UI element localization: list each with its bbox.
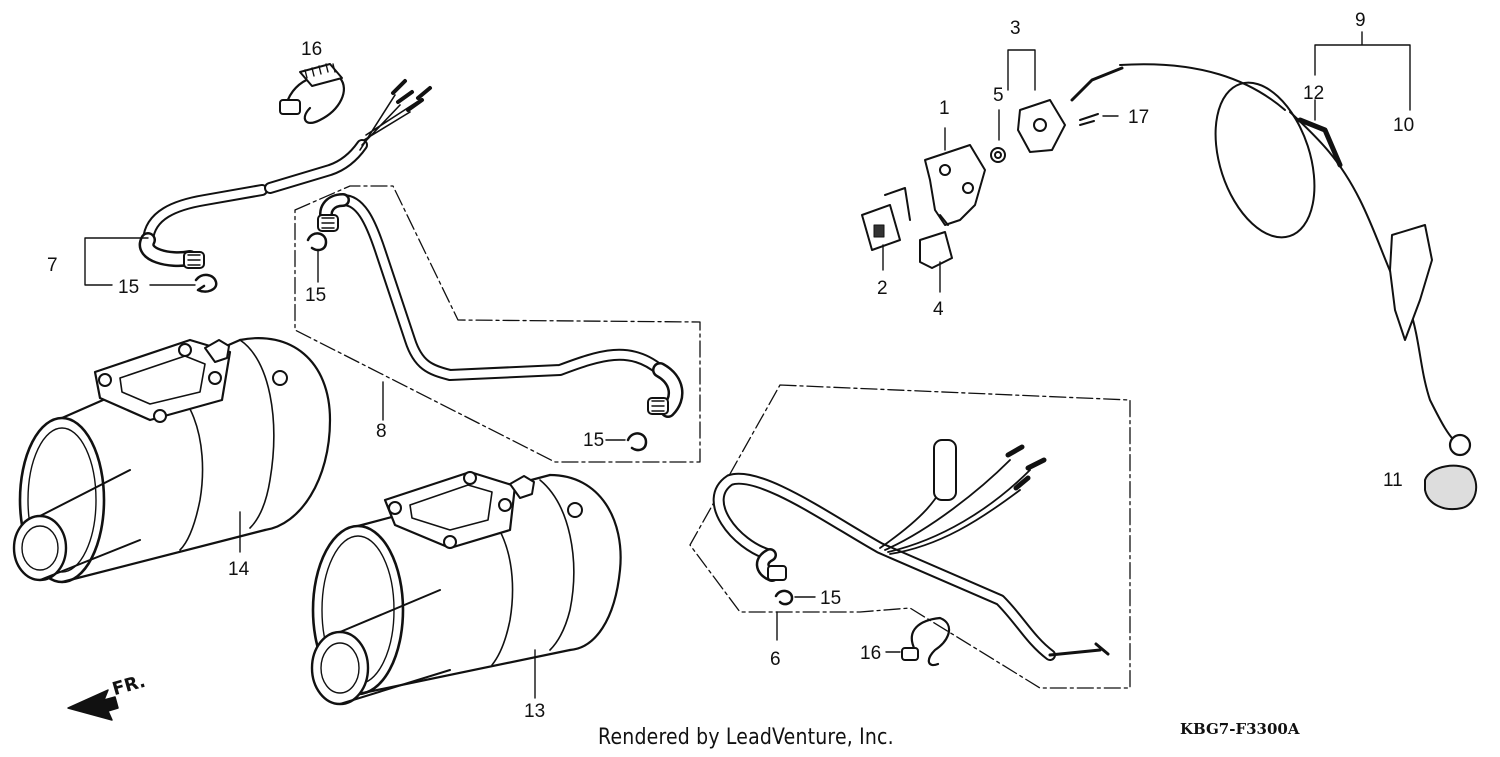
callout-10: 10 bbox=[1393, 115, 1415, 136]
callout-15-cable8: 15 bbox=[305, 285, 327, 306]
callout-1: 1 bbox=[939, 98, 950, 119]
callout-12: 12 bbox=[1303, 83, 1325, 104]
callout-8: 8 bbox=[376, 421, 387, 442]
callout-13: 13 bbox=[524, 701, 546, 722]
callout-4: 4 bbox=[933, 299, 944, 320]
callout-2: 2 bbox=[877, 278, 888, 299]
callout-15-harness6: 15 bbox=[820, 588, 842, 609]
footer-credit: Rendered by LeadVenture, Inc. bbox=[598, 725, 894, 750]
diagram-code: KBG7-F3300A bbox=[1180, 720, 1300, 738]
callout-3: 3 bbox=[1010, 18, 1021, 39]
callout-5: 5 bbox=[993, 85, 1004, 106]
cable-8-drawing bbox=[294, 185, 701, 463]
pulser-bracket-group-drawing bbox=[861, 49, 1124, 293]
callout-15-left: 15 bbox=[118, 277, 140, 298]
muffler-13-drawing bbox=[310, 470, 622, 706]
callout-14: 14 bbox=[228, 559, 250, 580]
harness-6-drawing bbox=[689, 384, 1131, 689]
harness-7-drawing bbox=[84, 79, 432, 293]
wire-clip-16-top bbox=[279, 63, 346, 124]
callout-6: 6 bbox=[770, 649, 781, 670]
callout-17: 17 bbox=[1128, 107, 1150, 128]
sensor-cable-drawing bbox=[1119, 31, 1478, 510]
callout-16-bottom: 16 bbox=[860, 643, 882, 664]
callout-11: 11 bbox=[1383, 470, 1403, 491]
muffler-14-drawing bbox=[12, 337, 332, 584]
callout-9: 9 bbox=[1355, 10, 1366, 31]
callout-7: 7 bbox=[47, 255, 58, 276]
front-direction-arrow bbox=[67, 689, 119, 721]
callout-15-right: 15 bbox=[583, 430, 605, 451]
callout-16-top: 16 bbox=[301, 39, 323, 60]
